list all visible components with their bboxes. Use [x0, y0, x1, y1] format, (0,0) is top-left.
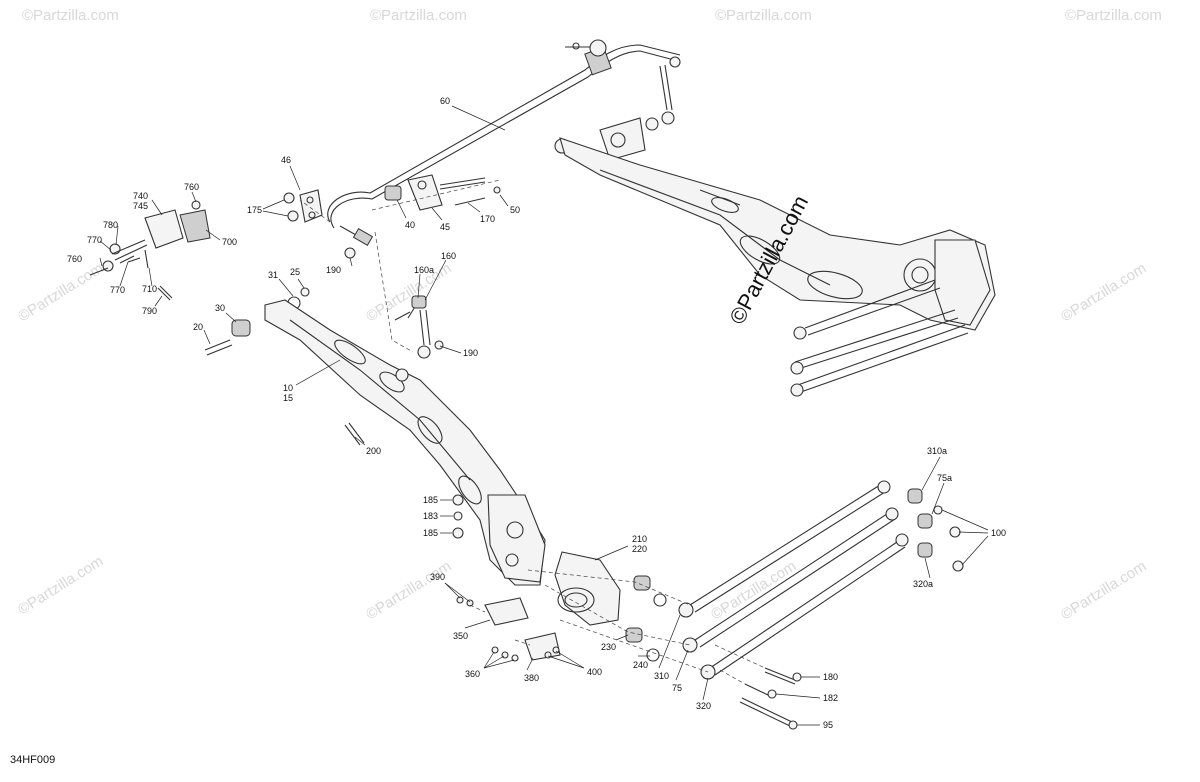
callout-50[interactable]: 50	[510, 205, 520, 215]
lower-control-rods	[678, 480, 964, 730]
callout-labels: 60 46 175 740 745 760 700 780 770 760 77…	[67, 96, 1006, 730]
parts-layer	[89, 39, 996, 730]
callout-180[interactable]: 180	[823, 672, 838, 682]
callout-45[interactable]: 45	[440, 222, 450, 232]
callout-185[interactable]: 185	[423, 495, 438, 505]
callout-190[interactable]: 190	[326, 265, 341, 275]
callout-710[interactable]: 710	[142, 284, 157, 294]
watermark-text: ©Partzilla.com	[370, 7, 467, 24]
callout-25[interactable]: 25	[290, 267, 300, 277]
watermark-text: ©Partzilla.com	[15, 553, 106, 619]
callout-31[interactable]: 31	[268, 270, 278, 280]
callout-240[interactable]: 240	[633, 660, 648, 670]
watermark-text: ©Partzilla.com	[363, 558, 454, 624]
callout-745[interactable]: 745	[133, 201, 148, 211]
callout-780[interactable]: 780	[103, 220, 118, 230]
callout-185-lower[interactable]: 185	[423, 528, 438, 538]
callout-183[interactable]: 183	[423, 511, 438, 521]
callout-760[interactable]: 760	[184, 182, 199, 192]
diagram-code: 34HF009	[10, 754, 55, 766]
callout-350[interactable]: 350	[453, 631, 468, 641]
left-drop-link	[344, 247, 444, 359]
callout-160a[interactable]: 160a	[414, 265, 434, 275]
callout-310a[interactable]: 310a	[927, 446, 947, 456]
watermark-text: ©Partzilla.com	[1065, 7, 1162, 24]
callout-182[interactable]: 182	[823, 693, 838, 703]
callout-400[interactable]: 400	[587, 667, 602, 677]
callout-700[interactable]: 700	[222, 237, 237, 247]
watermark-text: ©Partzilla.com	[15, 260, 106, 326]
callout-200[interactable]: 200	[366, 446, 381, 456]
callout-190-drop[interactable]: 190	[463, 348, 478, 358]
callout-30[interactable]: 30	[215, 303, 225, 313]
callout-40[interactable]: 40	[405, 220, 415, 230]
callout-10[interactable]: 10	[283, 383, 293, 393]
callout-20[interactable]: 20	[193, 322, 203, 332]
callout-160[interactable]: 160	[441, 251, 456, 261]
callout-210[interactable]: 210	[632, 534, 647, 544]
callout-740[interactable]: 740	[133, 191, 148, 201]
left-trailing-arm	[264, 299, 546, 586]
watermark-text: ©Partzilla.com	[1058, 260, 1149, 326]
bushing-clamp	[384, 174, 501, 211]
callout-760-lower[interactable]: 760	[67, 254, 82, 264]
callout-230[interactable]: 230	[601, 642, 616, 652]
watermark-text: ©Partzilla.com	[1058, 558, 1149, 624]
callout-380[interactable]: 380	[524, 673, 539, 683]
callout-175[interactable]: 175	[247, 205, 262, 215]
callout-320[interactable]: 320	[696, 701, 711, 711]
leader-lines	[99, 105, 989, 726]
watermark-text: ©Partzilla.com	[715, 7, 812, 24]
watermark-layer: ©Partzilla.com ©Partzilla.com ©Partzilla…	[15, 7, 1162, 623]
callout-790[interactable]: 790	[142, 306, 157, 316]
lower-brackets	[456, 596, 561, 662]
callout-390[interactable]: 390	[430, 572, 445, 582]
callout-15[interactable]: 15	[283, 393, 293, 403]
callout-320a[interactable]: 320a	[913, 579, 933, 589]
callout-770[interactable]: 770	[87, 235, 102, 245]
link-plate	[283, 189, 323, 223]
knuckle-hardware	[452, 494, 464, 539]
callout-360[interactable]: 360	[465, 669, 480, 679]
callout-770-lower[interactable]: 770	[110, 285, 125, 295]
callout-310[interactable]: 310	[654, 671, 669, 681]
callout-75[interactable]: 75	[672, 683, 682, 693]
watermark-text: ©Partzilla.com	[22, 7, 119, 24]
callout-75a[interactable]: 75a	[937, 473, 952, 483]
callout-60[interactable]: 60	[440, 96, 450, 106]
sway-bar	[327, 39, 681, 247]
assembly-lines	[299, 179, 766, 685]
callout-170[interactable]: 170	[480, 214, 495, 224]
callout-95[interactable]: 95	[823, 720, 833, 730]
callout-46[interactable]: 46	[281, 155, 291, 165]
callout-220[interactable]: 220	[632, 544, 647, 554]
callout-100[interactable]: 100	[991, 528, 1006, 538]
right-trailing-arm	[559, 137, 996, 397]
knuckle	[554, 551, 667, 662]
